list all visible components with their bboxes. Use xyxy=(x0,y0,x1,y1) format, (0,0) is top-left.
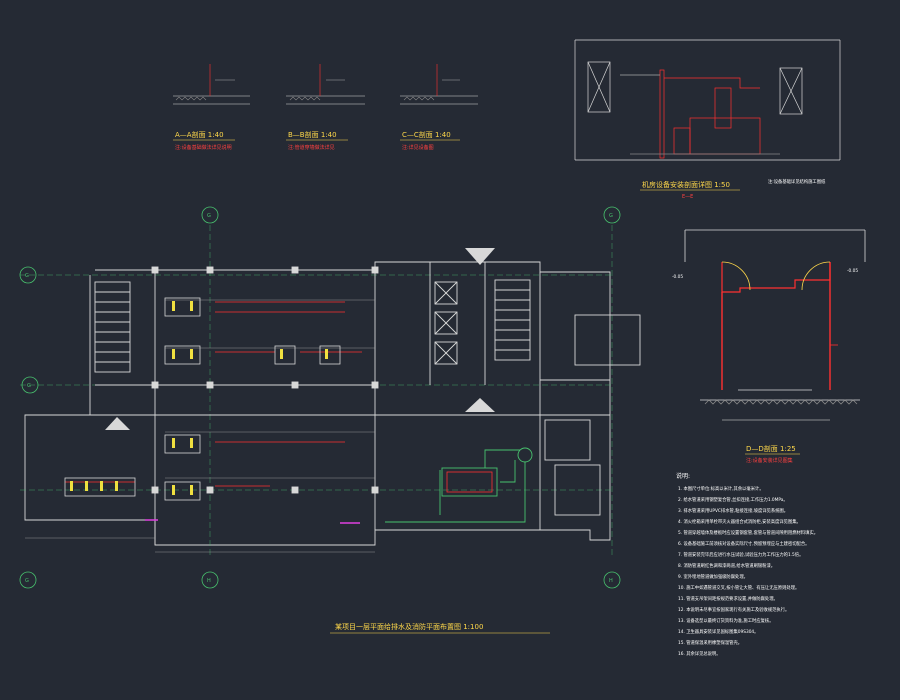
detail-section-dd xyxy=(684,229,866,421)
note-item: 5. 管道穿越墙体及楼板时应设置钢套管,套管与管道间隙用阻燃材料填实。 xyxy=(678,529,818,536)
section-title-c: C—C剖面 1:40 xyxy=(402,130,451,139)
note-item: 7. 管道安装完毕后应进行水压试验,试验压力为工作压力的1.5倍。 xyxy=(678,551,803,558)
note-item: 8. 消防管道刷红色调和漆两道,给水管道刷银粉漆。 xyxy=(678,562,775,569)
grid-bubbles xyxy=(19,206,621,589)
note-item: 10. 施工中如遇管道交叉,按小管让大管、有压让无压原则处理。 xyxy=(678,584,799,591)
note-item: 3. 排水管道采用UPVC排水管,粘接连接,坡度详见系统图。 xyxy=(678,507,788,514)
section-note-c: 注:详见设备图 xyxy=(402,144,434,151)
grid-label-1: G xyxy=(207,213,211,219)
note-item: 16. 其余详见总说明。 xyxy=(678,650,721,657)
grid-label-3: G xyxy=(25,273,29,279)
grid-label-2: G xyxy=(609,213,613,219)
main-title: 某项目一层平面给排水及消防平面布置图 1:100 xyxy=(335,622,483,631)
notes-list: 1. 本图尺寸单位:标高以米计,其余以毫米计。 2. 给水管道采用钢塑复合管,丝扣… xyxy=(678,485,818,657)
detail-left-elevation-label: -0.05 xyxy=(672,274,683,280)
grid-label-4: G xyxy=(27,383,31,389)
note-item: 9. 室外埋地管道做加强级防腐处理。 xyxy=(678,573,748,580)
note-item: 4. 消火栓箱采用单栓带灭火器组合式消防柜,安装高度详见图集。 xyxy=(678,518,801,525)
pump-unit xyxy=(446,471,493,493)
section-detail-a xyxy=(173,64,250,105)
elevation-section xyxy=(574,39,841,161)
section-note-a: 注:设备基础做法详见说明 xyxy=(175,144,232,151)
detail-right-elevation-label: -0.05 xyxy=(847,268,858,274)
elevation-subtitle: E—E xyxy=(682,194,693,200)
section-note-b: 注:管道穿墙做法详见 xyxy=(288,144,335,151)
section-detail-b xyxy=(286,64,365,105)
green-piping xyxy=(385,447,533,523)
equipment-racks xyxy=(64,297,362,501)
section-title-a: A—A剖面 1:40 xyxy=(175,130,224,139)
elevation-title: 机房设备安装剖面详图 1:50 xyxy=(642,180,730,189)
magenta-markers xyxy=(145,519,360,524)
elevation-note: 注:设备基础详见结构施工图纸 xyxy=(768,178,826,185)
note-item: 11. 管道支吊架间距按规范要求设置,并做防腐处理。 xyxy=(678,595,778,602)
grid-label-5: G xyxy=(25,578,29,584)
section-title-b: B—B剖面 1:40 xyxy=(288,130,337,139)
notes-header: 说明: xyxy=(676,472,690,480)
section-detail-c xyxy=(400,64,478,105)
detail-title: D—D剖面 1:25 xyxy=(746,444,796,453)
grid-label-7: H xyxy=(609,578,613,584)
note-item: 2. 给水管道采用钢塑复合管,丝扣连接,工作压力1.0MPa。 xyxy=(678,496,788,503)
note-item: 15. 管道保温采用橡塑保温管壳。 xyxy=(678,639,742,646)
detail-note: 注:设备安装详见图集 xyxy=(746,457,793,464)
note-item: 14. 卫生器具安装详见国标图集09S304。 xyxy=(678,628,758,635)
note-item: 12. 本说明未尽事宜按国家现行有关施工及验收规范执行。 xyxy=(678,606,789,613)
note-item: 13. 设备选型以最终订货资料为准,施工时应复核。 xyxy=(678,617,774,624)
note-item: 6. 设备基础施工前须核对设备实际尺寸,预留预埋应与土建密切配合。 xyxy=(678,540,809,547)
floor-plan xyxy=(20,225,641,555)
grid-label-6: H xyxy=(207,578,211,584)
note-item: 1. 本图尺寸单位:标高以米计,其余以毫米计。 xyxy=(678,485,764,492)
